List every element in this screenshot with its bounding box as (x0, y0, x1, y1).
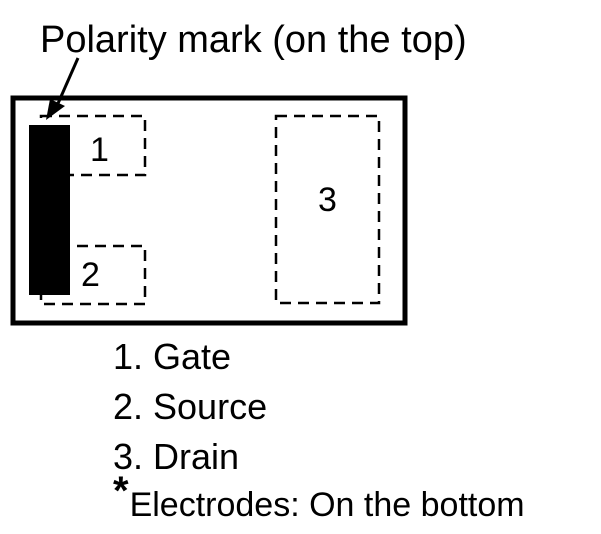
polarity-mark-bar (29, 125, 70, 295)
legend-item-drain: 3. Drain (113, 436, 240, 477)
pad-2-number: 2 (81, 256, 100, 294)
electrodes-footnote: *Electrodes: On the bottom (113, 469, 525, 530)
footnote-asterisk: * (113, 469, 129, 513)
package-outline (10, 95, 408, 326)
pad-1-number: 1 (90, 131, 109, 169)
pad-3-drain (274, 114, 381, 305)
legend-item-source: 2. Source (113, 386, 268, 427)
polarity-mark-label: Polarity mark (on the top) (40, 19, 467, 61)
pad-3-number: 3 (318, 181, 337, 219)
electrode-legend: 1. Gate 2. Source 3. Drain (113, 332, 267, 482)
legend-item-gate: 1. Gate (113, 336, 232, 377)
footnote-text: Electrodes: On the bottom (129, 486, 525, 524)
